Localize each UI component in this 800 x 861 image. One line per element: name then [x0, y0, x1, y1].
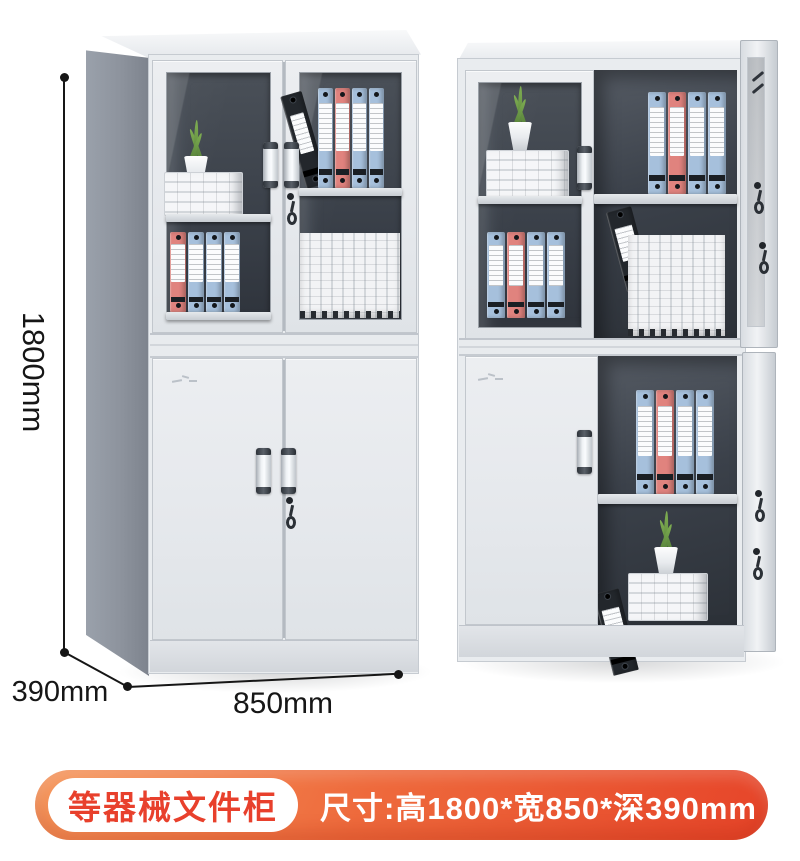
binder-row: [487, 232, 567, 318]
left-cabinet-side-panel: [86, 50, 149, 676]
binder-blue: [487, 232, 505, 318]
binder-blue: [318, 88, 333, 188]
glass-shelf: [299, 188, 402, 196]
right-cabinet-lower-door: [465, 356, 598, 625]
door-handle: [263, 142, 278, 188]
right-cabinet: [0, 40, 800, 684]
book-stack: [164, 172, 243, 216]
dimension-dot: [394, 670, 403, 679]
door-handle: [256, 448, 271, 494]
key-icon: [287, 212, 297, 225]
open-door-glass: [747, 57, 765, 327]
binder-blue: [206, 232, 222, 312]
binder-blue: [708, 92, 726, 194]
keyhole-icon: [759, 242, 766, 249]
binder-blue: [224, 232, 240, 312]
open-solid-door: [742, 352, 776, 652]
height-dimension-line: [63, 77, 65, 652]
keyhole-icon: [755, 490, 762, 497]
binder-blue: [648, 92, 666, 194]
right-cabinet-midband: [459, 338, 744, 356]
keyhole-icon: [754, 182, 761, 189]
interior-shelf: [598, 494, 737, 504]
lock-with-keys: [751, 548, 765, 582]
binder-blue: [369, 88, 384, 188]
binder-red: [170, 232, 186, 312]
binder-red: [335, 88, 350, 188]
plant-pot: [654, 547, 678, 575]
binder-row: [318, 88, 384, 188]
lock-with-keys: [284, 497, 298, 531]
binder-blue: [188, 232, 204, 312]
size-banner: 等器械文件柜 尺寸:高1800*宽850*深390mm: [35, 770, 768, 840]
key-icon: [759, 261, 769, 274]
binder-blue: [527, 232, 545, 318]
glass-shelf: [166, 214, 271, 222]
interior-shelf: [594, 194, 737, 204]
plant-pot: [508, 122, 532, 150]
height-dimension-label: 1800mm: [16, 311, 51, 433]
product-tag-text: 等器械文件柜: [68, 789, 278, 826]
book-stack: [628, 573, 708, 621]
width-dimension-label: 850mm: [232, 687, 334, 720]
keyhole-icon: [287, 193, 294, 200]
glass-shelf: [166, 312, 271, 320]
lock-with-keys: [285, 193, 299, 227]
plant: [644, 505, 688, 575]
lower-door-seam: [283, 360, 285, 638]
binder-row: [636, 390, 716, 494]
binder-red: [656, 390, 674, 494]
product-tag-pill: 等器械文件柜: [48, 778, 298, 832]
lock-with-keys: [752, 182, 766, 216]
binder-blue: [696, 390, 714, 494]
right-cabinet-base: [459, 625, 744, 657]
plant: [498, 80, 542, 150]
binder-blue: [688, 92, 706, 194]
binder-row: [170, 232, 240, 312]
door-handle: [577, 430, 592, 474]
key-icon: [755, 509, 765, 522]
glass-shelf: [478, 196, 582, 204]
keyhole-icon: [753, 548, 760, 555]
door-handle: [284, 142, 299, 188]
binder-blue: [676, 390, 694, 494]
depth-dimension-label: 390mm: [11, 676, 109, 708]
binder-red: [507, 232, 525, 318]
lock-with-keys: [757, 242, 771, 276]
binder-red: [668, 92, 686, 194]
banner-size-text: 尺寸:高1800*宽850*深390mm: [320, 790, 757, 826]
left-cabinet: [0, 0, 800, 694]
book-stack: [486, 150, 569, 198]
document-row: [628, 235, 725, 336]
document-row: [300, 233, 400, 318]
left-cabinet-base: [150, 640, 418, 672]
left-cabinet-lower-left-door: [152, 358, 283, 640]
lock-with-keys: [753, 490, 767, 524]
binder-blue: [352, 88, 367, 188]
key-icon: [286, 516, 296, 529]
binder-row: [648, 92, 726, 194]
key-icon: [753, 567, 763, 580]
left-cabinet-lower-right-door: [285, 358, 417, 640]
key-icon: [754, 201, 764, 214]
keyhole-icon: [286, 497, 293, 504]
binder-blue: [636, 390, 654, 494]
door-handle: [281, 448, 296, 494]
door-handle: [577, 146, 592, 190]
brand-emblem: [171, 370, 198, 384]
brand-emblem: [477, 368, 504, 382]
upper-door-seam: [283, 62, 285, 331]
left-cabinet-midband: [150, 333, 418, 358]
binder-blue: [547, 232, 565, 318]
